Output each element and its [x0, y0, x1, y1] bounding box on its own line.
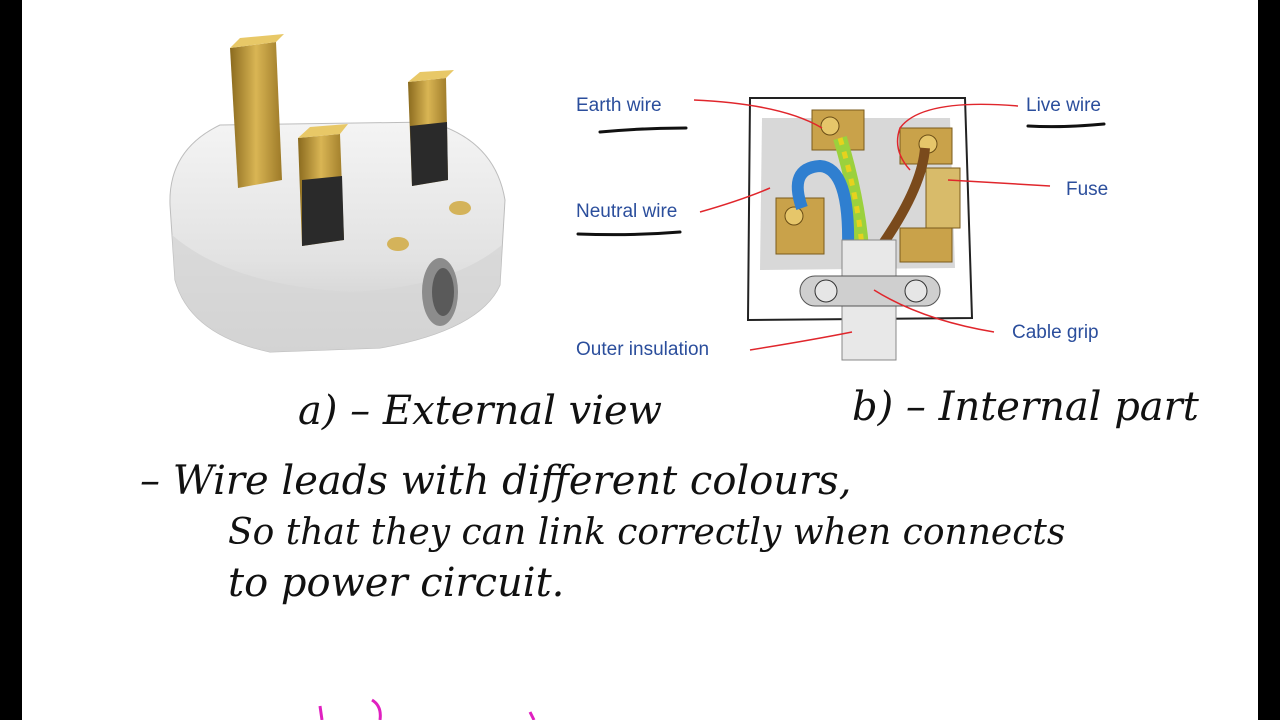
neutral-underline	[576, 230, 682, 237]
live-pointer	[896, 103, 1019, 171]
plug-external-illustration	[169, 34, 506, 353]
neutral-pointer	[699, 187, 771, 213]
neutral-wire-label: Neutral wire	[576, 201, 678, 222]
grip-pointer	[873, 289, 995, 333]
note-line-1: – Wire leads with different colours,	[140, 458, 852, 504]
cable-grip-label: Cable grip	[1012, 322, 1099, 343]
fuse-pointer	[947, 179, 1051, 187]
fuse-label: Fuse	[1066, 179, 1109, 200]
earth-wire-label: Earth wire	[576, 95, 662, 116]
whiteboard-page: Earth wire Neutral wire Outer insulation…	[22, 0, 1258, 720]
live-wire-label: Live wire	[1026, 95, 1101, 116]
plug-internal-diagram	[746, 97, 974, 361]
earth-underline	[598, 126, 688, 134]
note-line-3: to power circuit.	[228, 560, 565, 606]
outer-pointer	[749, 331, 853, 351]
earth-pointer	[693, 99, 823, 129]
caption-internal-part: b) – Internal part	[852, 384, 1199, 430]
diagram-annotations	[318, 99, 1106, 720]
caption-external-view: a) – External view	[298, 388, 662, 434]
note-line-2: So that they can link correctly when con…	[228, 512, 1066, 553]
live-underline	[1026, 122, 1106, 129]
outer-insulation-label: Outer insulation	[576, 339, 710, 360]
magenta-ink-stroke	[318, 698, 536, 720]
